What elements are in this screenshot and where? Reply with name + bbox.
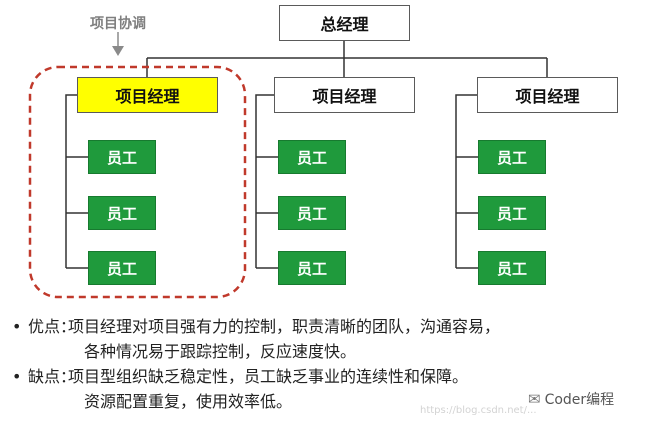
employee-box: 员工 xyxy=(478,140,546,174)
coordination-label: 项目协调 xyxy=(90,16,146,32)
disadvantages-text-1: 项目型组织缺乏稳定性，员工缺乏事业的连续性和保障。 xyxy=(68,367,469,386)
employee-box: 员工 xyxy=(478,196,546,230)
employee-box: 员工 xyxy=(88,251,156,285)
coordination-arrowhead xyxy=(112,46,124,56)
coordination-highlight xyxy=(28,65,247,299)
general-manager-box: 总经理 xyxy=(279,5,410,41)
advantages-text-2: 各种情况易于跟踪控制，反应速度快。 xyxy=(84,342,357,361)
bullet-dot: • xyxy=(12,367,22,386)
disadvantages-label: 缺点： xyxy=(28,367,77,386)
disadvantages-text-2: 资源配置重复，使用效率低。 xyxy=(84,392,293,411)
employee-box: 员工 xyxy=(88,196,156,230)
wechat-icon: ✉ xyxy=(528,390,541,408)
advantages-row: • 优点： 项目经理对项目强有力的控制，职责清晰的团队，沟通容易， xyxy=(12,314,500,339)
watermark-url: https://blog.csdn.net/... xyxy=(420,405,537,416)
watermark: ✉ Coder编程 xyxy=(528,389,614,409)
employee-box: 员工 xyxy=(278,140,346,174)
bullet-dot: • xyxy=(12,317,22,336)
notes-section: • 优点： 项目经理对项目强有力的控制，职责清晰的团队，沟通容易， 各种情况易于… xyxy=(12,314,500,414)
advantages-text-1: 项目经理对项目强有力的控制，职责清晰的团队，沟通容易， xyxy=(68,317,501,336)
employee-box: 员工 xyxy=(278,196,346,230)
employee-box: 员工 xyxy=(278,251,346,285)
project-manager-box-3: 项目经理 xyxy=(477,77,618,113)
disadvantages-row: • 缺点： 项目型组织缺乏稳定性，员工缺乏事业的连续性和保障。 xyxy=(12,364,500,389)
watermark-text: Coder编程 xyxy=(544,392,615,408)
col2-spine xyxy=(255,94,278,268)
project-manager-box-2: 项目经理 xyxy=(274,77,415,113)
employee-box: 员工 xyxy=(88,140,156,174)
advantages-label: 优点： xyxy=(28,317,77,336)
employee-box: 员工 xyxy=(478,251,546,285)
project-manager-box-1: 项目经理 xyxy=(77,77,218,113)
col1-spine xyxy=(65,94,88,268)
col3-spine xyxy=(455,94,478,268)
